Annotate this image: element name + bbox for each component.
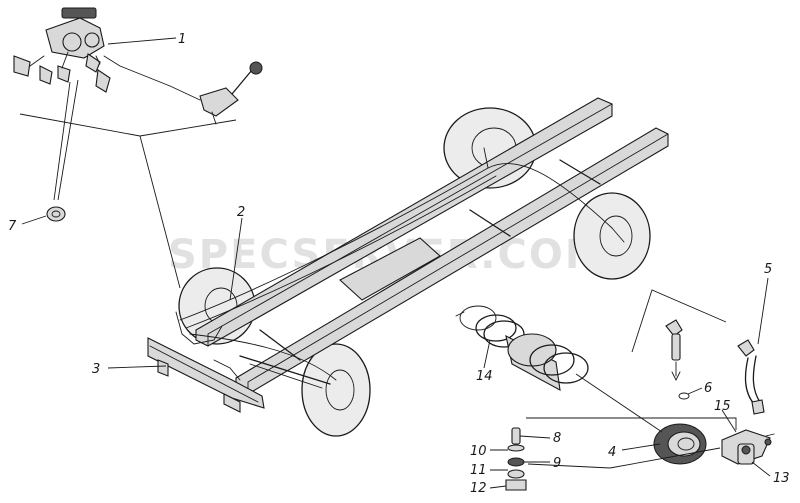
front-wheel-near [301,343,371,437]
callout-2: 2 [237,205,245,220]
flexible-brake-hose [737,339,765,415]
callout-6: 6 [704,381,712,396]
spring-and-seal-rings [455,305,589,392]
callout-12: 12 [470,481,487,496]
callout-1: 1 [178,32,186,47]
callout-8: 8 [553,431,561,446]
bleeder-to-cylinder-arrow [527,447,721,469]
bleeder-to-cylinder-leader [526,417,737,430]
rear-wheel-detail-leader [631,289,727,353]
ring-to-bearing-leader [575,373,663,433]
callout-15: 15 [714,399,731,414]
callout-4: 4 [608,445,616,460]
bearing-ring [653,423,707,465]
brake-valve-assembly [13,7,263,125]
sleeve-part [46,206,66,222]
callout-11: 11 [470,463,487,478]
callout-5: 5 [764,262,772,277]
assembly-leader-lines [19,79,237,289]
callout-9: 9 [553,456,561,471]
bleeder-valve-stack [505,427,527,491]
callout-7: 7 [8,219,17,234]
callout-10: 10 [470,444,487,459]
rear-wheel-near [573,192,651,280]
brake-lines [175,147,625,381]
chassis-frame [147,97,669,413]
callout-14: 14 [476,369,493,384]
wheel-cylinder [721,429,775,465]
brake-hose-fitting [665,319,690,400]
callout-13: 13 [773,471,790,486]
callout-labels: 1 2 3 4 5 6 7 8 9 10 11 12 13 14 15 [8,32,790,496]
callout-3: 3 [92,362,100,377]
callout-leaders [21,37,771,489]
